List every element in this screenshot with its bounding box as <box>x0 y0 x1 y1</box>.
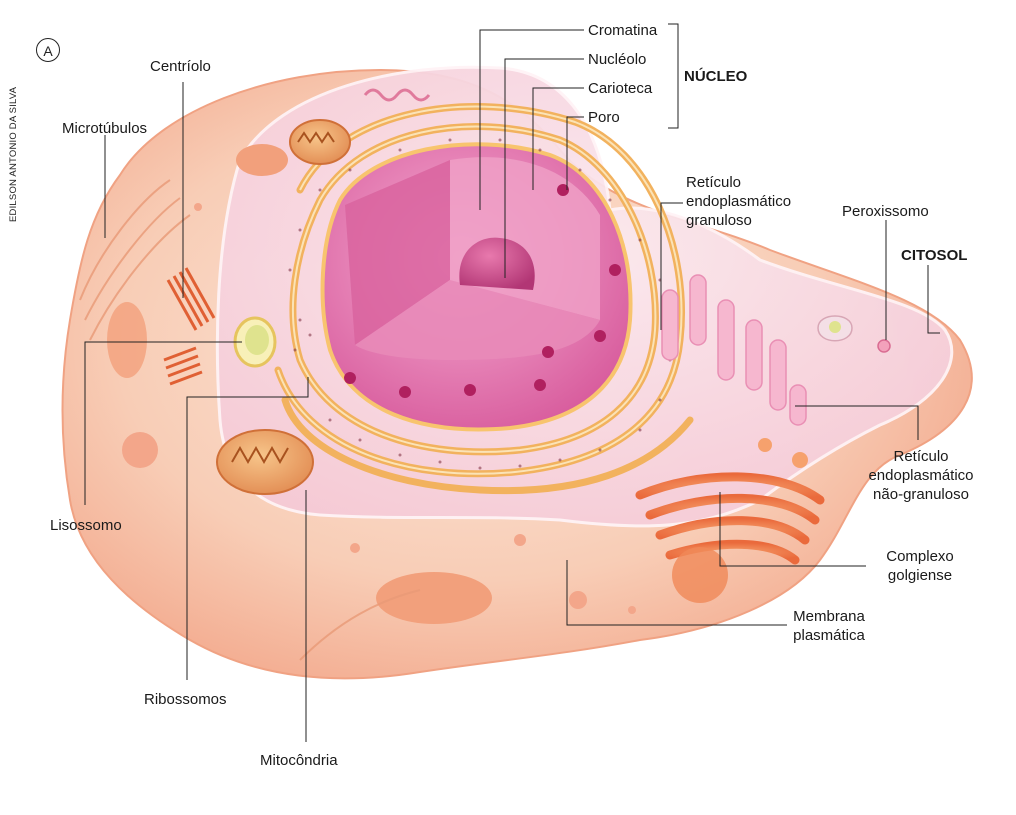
ribosome-dots <box>288 138 672 470</box>
label-poro: Poro <box>588 109 620 126</box>
leader-lines <box>84 23 940 742</box>
label-citosol: CITOSOL <box>901 247 968 264</box>
label-ribossomos: Ribossomos <box>144 691 227 708</box>
label-reticulo-granuloso: Retículo endoplasmático granuloso <box>686 174 792 229</box>
label-reticulo-nao-granuloso: Retículo endoplasmático não-granuloso <box>868 448 974 503</box>
peroxisome-shape <box>877 339 891 353</box>
label-peroxissomo: Peroxissomo <box>842 203 929 220</box>
label-mitocondria: Mitocôndria <box>260 752 338 769</box>
mitochondria <box>107 119 492 624</box>
centriole-shape <box>163 267 216 386</box>
label-nucleo: NÚCLEO <box>684 68 748 85</box>
label-membrana-plasmatica: Membrana plasmática <box>793 608 865 644</box>
label-microtubulos: Microtúbulos <box>62 120 148 137</box>
label-cromatina: Cromatina <box>588 22 658 39</box>
label-complexo-golgiense: Complexo golgiense <box>886 548 954 584</box>
nucleolus <box>459 237 535 290</box>
label-lisossomo: Lisossomo <box>50 517 122 534</box>
microtubules-shape <box>79 179 421 661</box>
illustrator-credit: EDILSON ANTONIO DA SILVA <box>8 86 19 222</box>
label-carioteca: Carioteca <box>588 80 653 97</box>
label-nucleolo: Nucléolo <box>588 51 647 68</box>
nuclear-pores <box>344 184 621 398</box>
smooth-er <box>661 274 807 426</box>
label-centriolo: Centríolo <box>150 58 211 75</box>
golgi-apparatus <box>635 472 825 565</box>
panel-letter-badge: A <box>36 38 60 62</box>
